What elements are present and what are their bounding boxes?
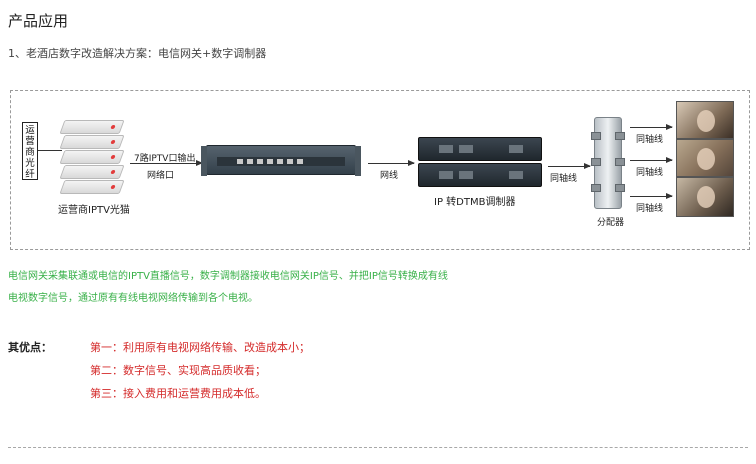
arrow-splitter-to-tv bbox=[630, 157, 673, 163]
coax-label: 同轴线 bbox=[550, 174, 578, 184]
modem-unit bbox=[59, 135, 125, 149]
bottom-divider bbox=[8, 447, 748, 448]
advantage-item: 第一：利用原有电视网络传输、改造成本小； bbox=[90, 341, 310, 354]
splitter-image bbox=[591, 117, 625, 209]
fiber-char: 营 bbox=[25, 136, 35, 147]
modulator-label: IP 转DTMB调制器 bbox=[434, 197, 516, 208]
tv-screen-image bbox=[676, 101, 734, 139]
tv-screen-image bbox=[676, 139, 734, 177]
dtmb-modulator-image bbox=[418, 137, 542, 161]
fiber-char: 纤 bbox=[25, 169, 35, 180]
arrow-modulator-to-splitter bbox=[548, 163, 591, 169]
network-port-label: 网络口 bbox=[147, 171, 175, 181]
network-cable-label: 网线 bbox=[380, 171, 399, 181]
solution-subtitle: 1、老酒店数字改造解决方案：电信网关+数字调制器 bbox=[8, 47, 267, 60]
modem-unit bbox=[59, 180, 125, 194]
diagram-frame bbox=[10, 90, 750, 250]
advantages-title: 其优点： bbox=[8, 341, 52, 354]
arrow-splitter-to-tv bbox=[630, 124, 673, 130]
modem-unit bbox=[59, 150, 125, 164]
fiber-char: 光 bbox=[25, 158, 35, 169]
advantage-item: 第二：数字信号、实现高品质收看； bbox=[90, 364, 266, 377]
coax-label: 同轴线 bbox=[636, 135, 664, 145]
operator-fiber-box: 运 营 商 光 纤 bbox=[22, 122, 38, 180]
description-line: 电信网关采集联通或电信的IPTV直播信号，数字调制器接收电信网关IP信号、并把I… bbox=[8, 271, 448, 282]
iptv-output-label: 7路IPTV口输出 bbox=[134, 154, 196, 164]
fiber-connector-line bbox=[38, 150, 62, 151]
telecom-gateway-image bbox=[201, 145, 361, 176]
coax-label: 同轴线 bbox=[636, 168, 664, 178]
fiber-char: 运 bbox=[25, 125, 35, 136]
modem-unit bbox=[59, 120, 125, 134]
dtmb-modulator-image bbox=[418, 163, 542, 187]
modem-unit bbox=[59, 165, 125, 179]
iptv-modem-image bbox=[59, 120, 125, 196]
modem-label: 运营商IPTV光猫 bbox=[58, 205, 130, 216]
fiber-char: 商 bbox=[25, 147, 35, 158]
arrow-modem-to-gateway bbox=[130, 160, 203, 166]
page-title: 产品应用 bbox=[8, 12, 69, 30]
splitter-label: 分配器 bbox=[597, 218, 625, 228]
arrow-gateway-to-modulator bbox=[368, 160, 415, 166]
description-line: 电视数字信号，通过原有有线电视网络传输到各个电视。 bbox=[8, 293, 258, 304]
coax-label: 同轴线 bbox=[636, 204, 664, 214]
tv-screen-image bbox=[676, 177, 734, 217]
arrow-splitter-to-tv bbox=[630, 193, 673, 199]
advantage-item: 第三：接入费用和运营费用成本低。 bbox=[90, 387, 266, 400]
